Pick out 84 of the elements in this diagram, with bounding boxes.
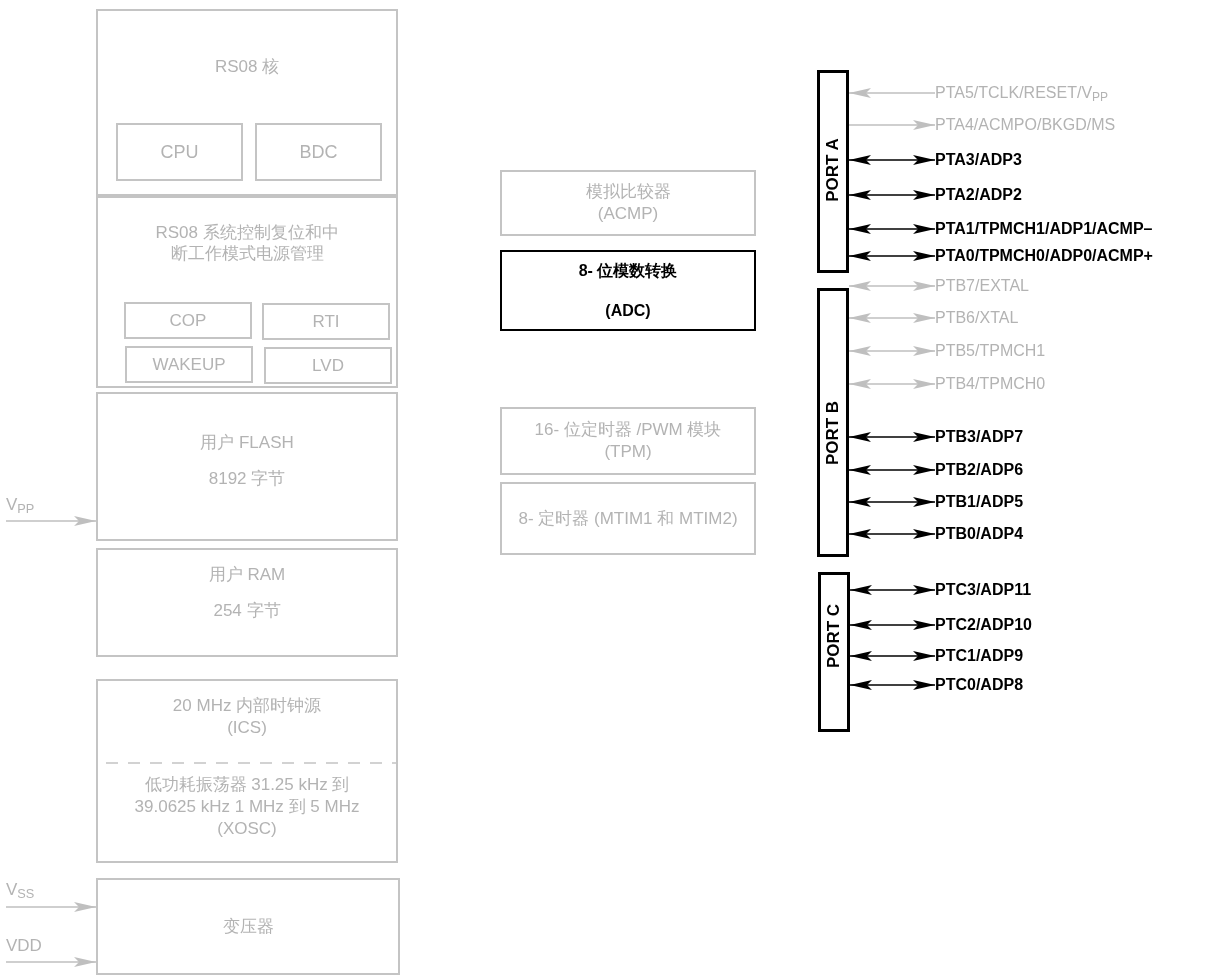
module-box bbox=[500, 170, 756, 236]
module-box bbox=[262, 303, 390, 340]
pin-label: PTB5/TPMCH1 bbox=[935, 340, 1046, 362]
memory-box bbox=[96, 392, 398, 541]
arrow bbox=[848, 224, 936, 234]
module-box bbox=[124, 302, 252, 339]
arrow bbox=[849, 620, 936, 630]
module-label: LVD bbox=[312, 354, 344, 377]
memory-label: 用户 RAM bbox=[208, 564, 286, 586]
arrow bbox=[848, 251, 936, 261]
arrow bbox=[849, 651, 936, 661]
arrow bbox=[848, 379, 936, 389]
module-label: 8- 定时器 (MTIM1 和 MTIM2) bbox=[517, 507, 739, 530]
arrow bbox=[848, 88, 936, 98]
port-box bbox=[817, 70, 849, 273]
arrow bbox=[848, 120, 936, 130]
clock-box bbox=[96, 679, 398, 863]
arrow bbox=[848, 313, 936, 323]
pin-label: PTB2/ADP6 bbox=[935, 459, 1024, 481]
module-box bbox=[500, 407, 756, 475]
pin-label: PTB6/XTAL bbox=[935, 307, 1019, 329]
pin-label: PTA5/TCLK/RESET/V$_{PP}$ bbox=[935, 82, 1109, 104]
module-label: BDC bbox=[299, 140, 338, 164]
port-box bbox=[818, 572, 850, 732]
arrow bbox=[848, 190, 936, 200]
pin-label: PTA1/TPMCH1/ADP1/ACMP– bbox=[935, 218, 1153, 240]
arrow bbox=[848, 155, 936, 165]
pin-label: PTA3/ADP3 bbox=[935, 149, 1022, 171]
power-pin-label: V$_{SS}$ bbox=[6, 880, 46, 907]
port-label: PORT C bbox=[824, 603, 844, 669]
arrow bbox=[848, 465, 936, 475]
module-label: (ADC) bbox=[605, 300, 651, 321]
pin-label: PTA2/ADP2 bbox=[935, 184, 1022, 206]
power-pin-label: V$_{PP}$ bbox=[6, 495, 46, 521]
pin-label: PTA0/TPMCH0/ADP0/ACMP+ bbox=[935, 245, 1153, 267]
memory-label: 254 字节 bbox=[213, 599, 281, 622]
arrow bbox=[848, 497, 936, 507]
power-pin-label: VDD bbox=[6, 936, 46, 962]
memory-label: 用户 FLASH bbox=[200, 432, 294, 454]
module-box bbox=[255, 123, 382, 181]
arrow bbox=[5, 516, 97, 526]
pin-label: PTC1/ADP9 bbox=[935, 645, 1024, 667]
pin-label: PTB3/ADP7 bbox=[935, 426, 1024, 448]
pin-label: PTA4/ACMPO/BKGD/MS bbox=[935, 114, 1116, 136]
arrow bbox=[848, 281, 936, 291]
block-box bbox=[96, 196, 398, 388]
pin-label: PTB4/TPMCH0 bbox=[935, 373, 1046, 395]
adc-box bbox=[500, 250, 756, 331]
block-box bbox=[96, 9, 398, 196]
module-label: COP bbox=[169, 309, 207, 332]
module-label: WAKEUP bbox=[152, 353, 226, 376]
module-label: CPU bbox=[160, 140, 199, 164]
block-title: RS08 核 bbox=[213, 56, 281, 77]
port-box bbox=[817, 288, 849, 557]
pin-label: PTC3/ADP11 bbox=[935, 579, 1032, 601]
oscillator-label: 低功耗振荡器 31.25 kHz 到 39.0625 kHz 1 MHz 到 5 MHz (XOSC) bbox=[133, 774, 361, 840]
port-label: PORT B bbox=[823, 400, 843, 466]
module-box bbox=[116, 123, 243, 181]
arrow bbox=[5, 957, 97, 967]
pin-label: PTC2/ADP10 bbox=[935, 614, 1032, 636]
block-title: RS08 系统控制复位和中断工作模式电源管理 bbox=[154, 222, 340, 264]
pin-label: PTB0/ADP4 bbox=[935, 523, 1024, 545]
module-label: RTI bbox=[312, 310, 340, 333]
clock-label: 20 MHz 内部时钟源 (ICS) bbox=[171, 695, 323, 739]
module-box bbox=[96, 878, 400, 975]
module-box bbox=[264, 347, 392, 384]
arrow bbox=[848, 529, 936, 539]
module-label: 变压器 bbox=[221, 915, 275, 938]
arrow bbox=[848, 346, 936, 356]
memory-label: 8192 字节 bbox=[208, 467, 286, 490]
pin-label: PTB7/EXTAL bbox=[935, 275, 1029, 297]
port-label: PORT A bbox=[823, 138, 843, 202]
arrow bbox=[5, 902, 97, 912]
arrow bbox=[848, 432, 936, 442]
module-label: 16- 位定时器 /PWM 模块 (TPM) bbox=[533, 419, 723, 463]
arrow bbox=[849, 680, 936, 690]
module-box bbox=[125, 346, 253, 383]
module-label: 模拟比较器 (ACMP) bbox=[584, 181, 672, 225]
arrow bbox=[849, 585, 936, 595]
module-label: 8- 位模数转换 bbox=[578, 260, 678, 281]
module-box bbox=[500, 482, 756, 555]
pin-label: PTC0/ADP8 bbox=[935, 674, 1024, 696]
memory-box bbox=[96, 548, 398, 657]
pin-label: PTB1/ADP5 bbox=[935, 491, 1024, 513]
